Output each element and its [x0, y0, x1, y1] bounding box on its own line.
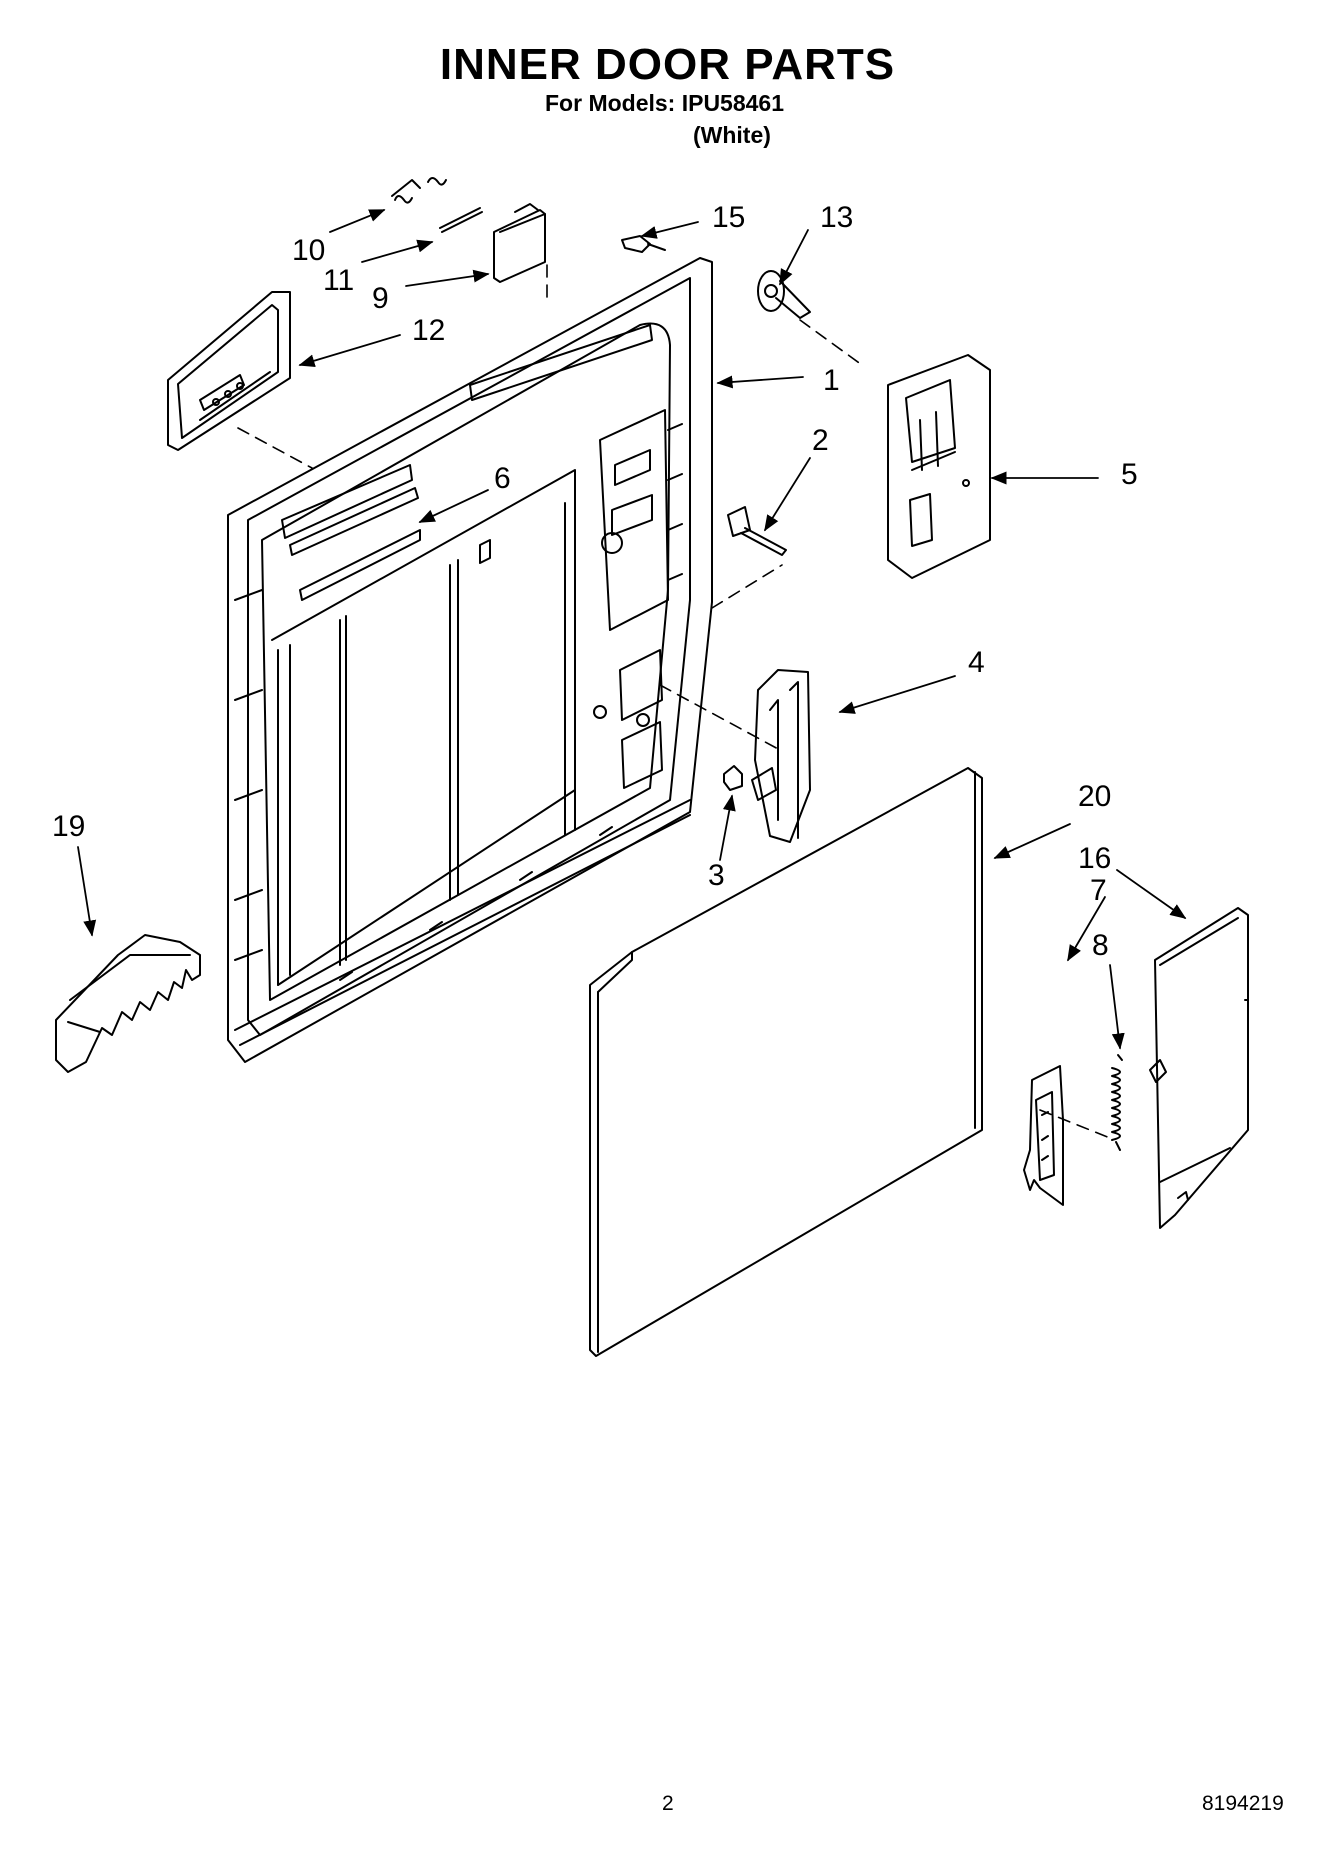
part-13 — [757, 270, 811, 319]
part-20-outer-panel — [589, 767, 983, 1357]
callout-11: 11 — [323, 264, 354, 297]
part-12 — [167, 291, 291, 451]
callout-12: 12 — [412, 314, 445, 347]
assembly-guide-lines — [237, 264, 1111, 1139]
part-19 — [55, 934, 201, 1073]
callout-10: 10 — [292, 234, 325, 267]
callout-9: 9 — [372, 282, 389, 315]
callout-1: 1 — [823, 364, 840, 397]
part-10-and-11 — [391, 177, 483, 233]
callout-3: 3 — [708, 859, 725, 892]
callout-15: 15 — [712, 201, 745, 234]
part-5 — [887, 354, 991, 579]
callout-5: 5 — [1121, 458, 1138, 491]
callout-13: 13 — [820, 201, 853, 234]
callout-6: 6 — [494, 462, 511, 495]
document-number: 8194219 — [1202, 1792, 1284, 1815]
callout-20: 20 — [1078, 780, 1111, 813]
part-15 — [621, 235, 666, 253]
part-9 — [493, 203, 546, 283]
callout-labels: 1 2 3 4 5 6 7 8 9 10 11 12 13 15 16 19 2… — [52, 201, 1138, 962]
models-line: For Models: IPU58461 — [545, 90, 785, 116]
part-7 — [1023, 1065, 1064, 1206]
part-3 — [723, 765, 743, 791]
callout-2: 2 — [812, 424, 829, 457]
part-16 — [1149, 907, 1249, 1229]
part-2 — [727, 506, 787, 556]
page-number: 2 — [662, 1792, 674, 1815]
callout-19: 19 — [52, 810, 85, 843]
callout-8: 8 — [1092, 929, 1109, 962]
part-4 — [751, 669, 811, 843]
part-8-spring — [1111, 1054, 1123, 1151]
page-title: INNER DOOR PARTS — [439, 40, 896, 89]
callout-16: 16 — [1078, 842, 1111, 875]
inner-door-panel — [227, 257, 713, 1063]
callout-7: 7 — [1090, 874, 1107, 907]
callout-4: 4 — [968, 646, 985, 679]
color-variant: (White) — [693, 122, 771, 148]
callout-leaders — [77, 209, 1187, 1050]
